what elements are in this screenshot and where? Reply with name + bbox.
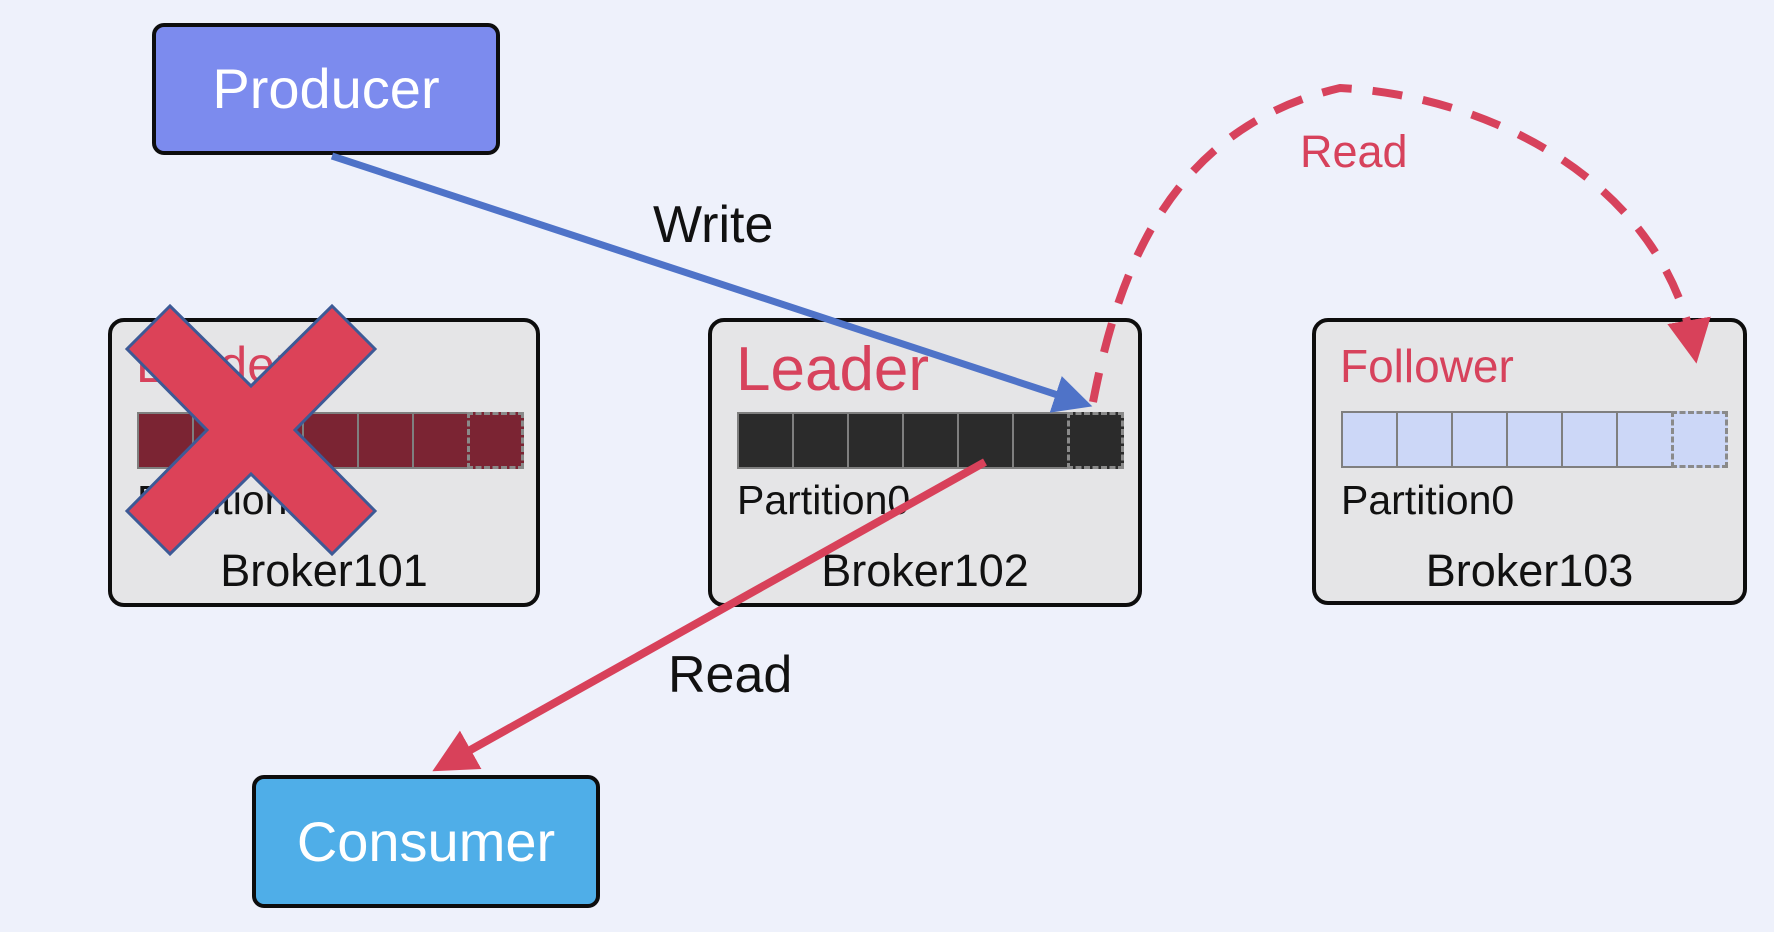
broker103-card: Follower Partition0 Broker103 [1312,318,1747,605]
partition-segment [357,412,414,469]
read-edge-label: Read [668,646,793,704]
partition-segment [737,412,794,469]
consumer-node: Consumer [252,775,600,908]
producer-node: Producer [152,23,500,155]
partition-segment [467,412,524,469]
broker103-role-label: Follower [1340,340,1514,392]
broker102-partition-label: Partition0 [737,477,911,523]
replica-read-edge-label: Read [1300,126,1408,177]
producer-label: Producer [212,57,440,120]
partition-segment [247,412,304,469]
partition-segment [1067,412,1124,469]
broker103-name: Broker103 [1425,545,1634,596]
broker103-partition-label: Partition0 [1341,477,1515,523]
broker102-role-label: Leader [736,335,930,404]
partition-segment [1506,411,1563,468]
partition-segment [412,412,469,469]
partition-segment [1396,411,1453,468]
partition-segment [1561,411,1618,468]
partition-segment [957,412,1014,469]
partition-segment [137,412,194,469]
broker102-card: Leader Partition0 Broker102 [708,318,1142,607]
partition-segment [1671,411,1728,468]
partition-segment [1341,411,1398,468]
partition-segment [302,412,359,469]
broker101-partition-label: Partition0 [137,477,311,523]
partition-segment [1616,411,1673,468]
broker101-name: Broker101 [220,545,428,596]
partition-segment [792,412,849,469]
broker101-card: Leader Partition0 Broker101 [108,318,540,607]
consumer-label: Consumer [296,809,556,873]
partition-segment [1451,411,1508,468]
partition-segment [847,412,904,469]
write-edge-label: Write [653,196,774,254]
broker101-partition-bar [137,412,524,469]
broker102-partition-bar [737,412,1124,469]
partition-segment [902,412,959,469]
partition-segment [192,412,249,469]
broker102-name: Broker102 [821,545,1029,596]
broker103-partition-bar [1341,411,1728,468]
partition-segment [1012,412,1069,469]
broker101-role-label: Leader [136,337,292,393]
